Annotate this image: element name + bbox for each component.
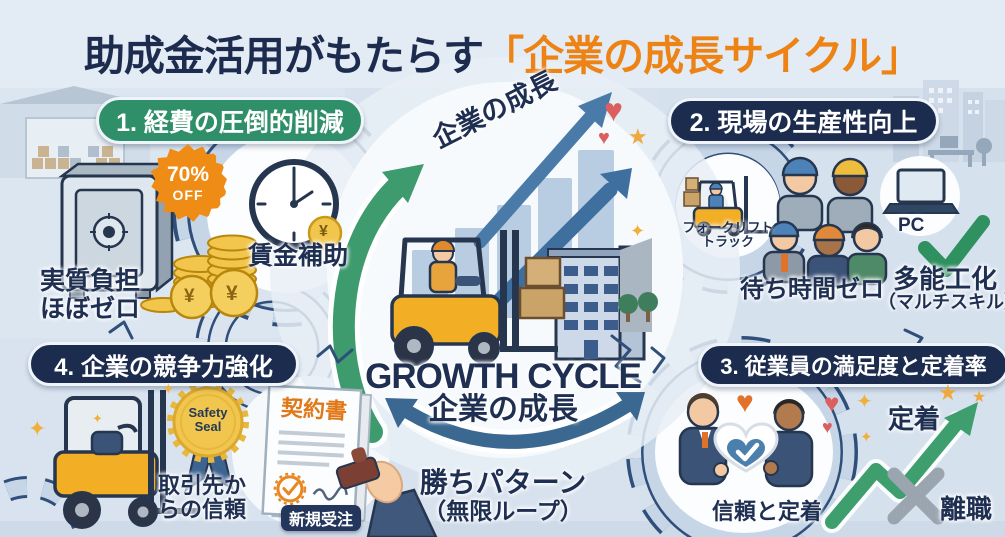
partner-trust-line2: らの信頼 [158, 497, 247, 522]
retention-label: 定着 [888, 404, 941, 434]
turnover-label: 離職 [940, 494, 993, 524]
center-forklift [390, 230, 566, 366]
mini-forklift [683, 176, 768, 237]
coin-yen-2: ¥ [226, 282, 238, 305]
star-icon: ★ [972, 389, 987, 406]
retention-people [678, 393, 814, 488]
sparkle-icon: ✦ [860, 429, 873, 446]
safe-illustration [58, 161, 176, 299]
coin-yen-1: ¥ [184, 286, 195, 307]
section2-header: 2. 現場の生産性向上 [668, 98, 939, 144]
growth-cycle-en: GROWTH CYCLE [365, 357, 642, 396]
section1-header: 1. 経費の圧倒的削減 [96, 97, 364, 144]
wait-zero-label: 待ち時間ゼロ [740, 276, 884, 303]
pc-label: PC [898, 215, 925, 236]
multiskill-check-icon [918, 215, 990, 277]
infinite-loop-label: （無限ループ） [423, 498, 583, 524]
forklift-label: フォークリフト トラック [682, 220, 774, 249]
sparkle-icon: ✦ [92, 411, 103, 426]
clock-coin-yen: ¥ [319, 223, 328, 240]
coin-stacks [140, 234, 259, 320]
section3-header: 3. 従業員の満足度と定着率 [698, 343, 1005, 387]
safety-seal-label: Safety Seal [188, 405, 228, 435]
title-main: 助成金活用がもたらす [83, 33, 484, 79]
wage-subsidy-label: 賃金補助 [248, 242, 349, 270]
heart-icon: ♥ [604, 92, 623, 128]
burden-line2: ほぼゼロ [40, 295, 141, 323]
laptop-icon [882, 168, 960, 214]
competitive-forklift [53, 390, 198, 529]
heart-icon: ♥ [598, 127, 610, 149]
multiskill-line2: （マルチスキル） [878, 292, 1005, 312]
partner-trust-line1: 取引先か [158, 473, 247, 498]
small-building-trees [618, 238, 658, 332]
office-desk-silhouette [928, 136, 992, 167]
multiskill-line1: 多能工化 [893, 264, 998, 294]
stamp-hand [335, 447, 438, 537]
discount-bottom: OFF [172, 187, 204, 203]
star-icon: ★ [938, 380, 958, 405]
clock-illustration [249, 159, 343, 251]
burden-line1: 実質負担 [40, 267, 141, 295]
zigzag-accents [108, 320, 932, 384]
title-highlight: 「企業の成長サイクル」 [483, 33, 922, 79]
star-icon: ★ [628, 124, 648, 149]
heart-icon: ♥ [822, 417, 833, 437]
sparkle-icon: ✦ [630, 221, 646, 241]
cycle-arrow-bottom [385, 392, 645, 454]
safety-seal-medal [167, 381, 249, 493]
section4-header: 4. 企業の競争力強化 [28, 342, 299, 386]
sparkle-icon: ✦ [856, 391, 873, 413]
heart-icon: ♥ [824, 388, 840, 418]
worker-group [762, 156, 888, 288]
sparkle-icon: ✦ [28, 416, 47, 441]
growth-cycle-jp: 企業の成長 [428, 393, 578, 426]
turnover-x-icon [887, 467, 945, 525]
page-title: 助成金活用がもたらす「企業の成長サイクル」 [0, 22, 1005, 82]
sparkle-icon: ✦ [162, 381, 175, 398]
center-stage [270, 57, 740, 487]
new-orders-badge: 新規受注 [281, 505, 361, 531]
growth-arrow-top [473, 92, 612, 249]
heart-icon: ♥ [736, 386, 754, 419]
contract-title: 契約書 [280, 395, 348, 424]
discount-badge: 70% OFF [149, 144, 227, 222]
retention-zigzag-arrow [821, 402, 978, 533]
win-pattern-label: 勝ちパターン [419, 467, 587, 498]
trust-retention-label: 信頼と定着 [712, 499, 823, 524]
discount-top: 70% [166, 163, 210, 186]
